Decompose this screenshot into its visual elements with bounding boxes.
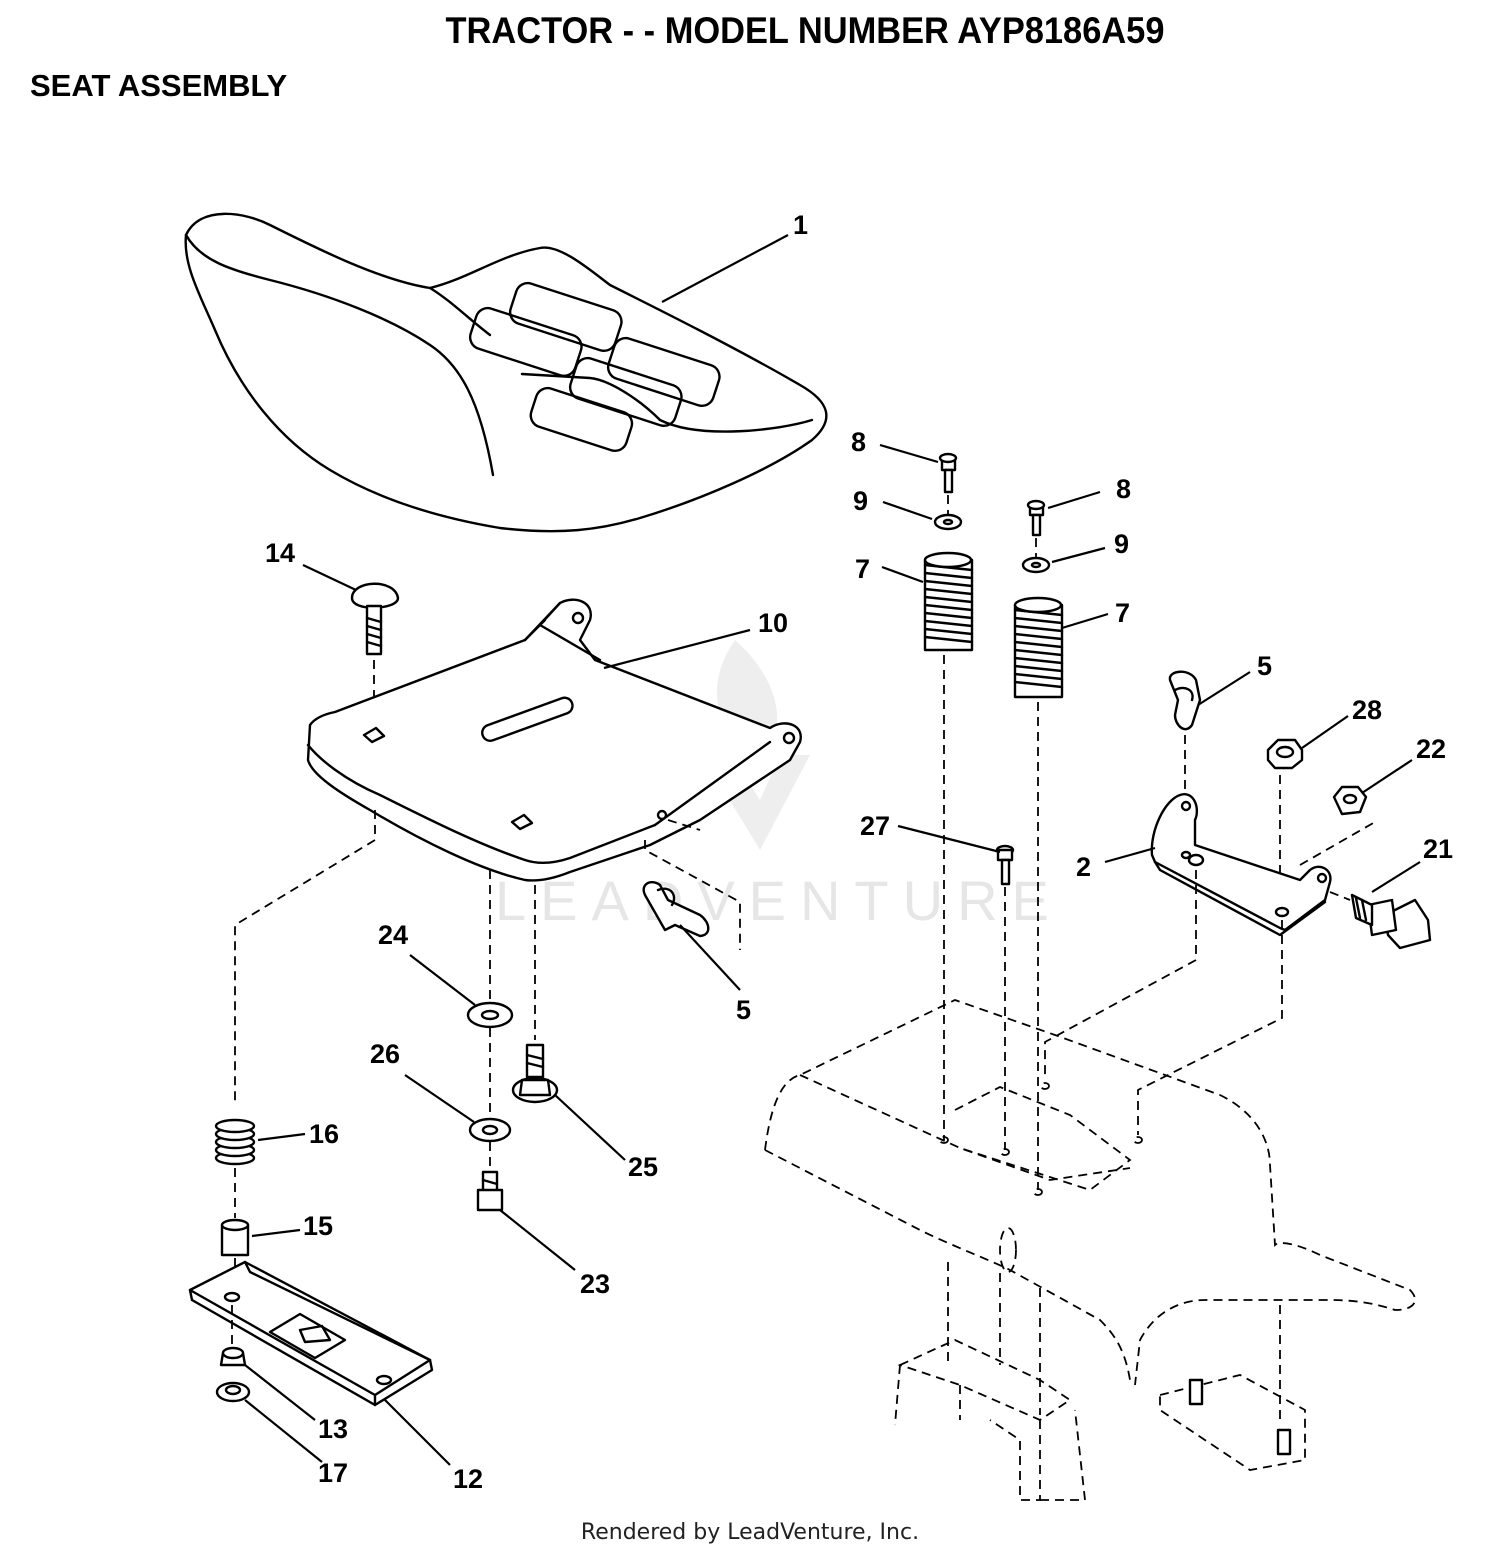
nut-17-part <box>215 1381 323 1463</box>
nut-28-part <box>1266 715 1349 880</box>
spacer-part <box>220 1218 301 1300</box>
callout-27: 27 <box>860 811 890 841</box>
callout-16: 16 <box>309 1119 339 1149</box>
callout-7-left: 7 <box>855 554 870 584</box>
callout-5-right: 5 <box>1257 651 1272 681</box>
callout-23: 23 <box>580 1269 610 1299</box>
adjust-plate-part <box>188 1260 451 1466</box>
callout-26: 26 <box>370 1039 400 1069</box>
callout-12: 12 <box>453 1464 483 1494</box>
fender-frame-outline <box>764 999 1416 1501</box>
callout-14: 14 <box>265 538 295 568</box>
clip-left-part <box>642 881 741 991</box>
screw-27-part <box>897 824 1015 1150</box>
callout-13: 13 <box>318 1414 348 1444</box>
bracket-part <box>1044 793 1332 1135</box>
callout-8-right: 8 <box>1116 474 1131 504</box>
nut-22-part <box>1299 759 1413 866</box>
section-subtitle: SEAT ASSEMBLY <box>30 68 288 103</box>
callout-25: 25 <box>628 1152 658 1182</box>
washer-left-part <box>882 500 963 531</box>
washer-right-part <box>1021 546 1106 574</box>
callout-5-left: 5 <box>736 995 751 1025</box>
washer-24-part <box>409 954 514 1120</box>
footer-credit: Rendered by LeadVenture, Inc. <box>580 1520 920 1545</box>
seat-pan-part <box>234 598 802 1105</box>
bolt-23-part <box>476 1170 576 1271</box>
callout-17: 17 <box>318 1458 348 1488</box>
callout-8-left: 8 <box>851 427 866 457</box>
clip-right-part <box>1168 670 1251 790</box>
nut-13-part <box>219 1346 316 1421</box>
spring-16-part <box>214 1118 306 1218</box>
bolt-25-part <box>511 1043 626 1161</box>
screw-right-part <box>1026 490 1101 558</box>
callout-1: 1 <box>793 210 808 240</box>
watermark-text: LEADVENTURE <box>495 869 1063 932</box>
watermark: LEADVENTURE <box>495 640 1063 932</box>
callout-28: 28 <box>1352 695 1382 725</box>
page-title: TRACTOR - - MODEL NUMBER AYP8186A59 <box>445 10 1165 51</box>
callout-9-left: 9 <box>853 486 868 516</box>
seat-part <box>184 212 828 533</box>
spring-left-part <box>881 551 974 1140</box>
spring-right-part <box>1013 596 1109 1190</box>
callout-21: 21 <box>1423 834 1453 864</box>
callout-2: 2 <box>1076 852 1091 882</box>
callout-22: 22 <box>1416 734 1446 764</box>
callout-10: 10 <box>758 608 788 638</box>
callout-7-right: 7 <box>1115 598 1130 628</box>
callout-labels: 1 14 10 8 8 9 9 7 7 5 28 22 27 2 21 24 5… <box>265 210 1453 1494</box>
callout-9-right: 9 <box>1114 529 1129 559</box>
carriage-bolt-part <box>302 564 400 730</box>
shoulder-bolt-part <box>1329 861 1432 950</box>
washer-26-part <box>404 1074 512 1170</box>
callout-24: 24 <box>378 920 408 950</box>
screw-left-part <box>879 443 958 515</box>
callout-15: 15 <box>303 1211 333 1241</box>
